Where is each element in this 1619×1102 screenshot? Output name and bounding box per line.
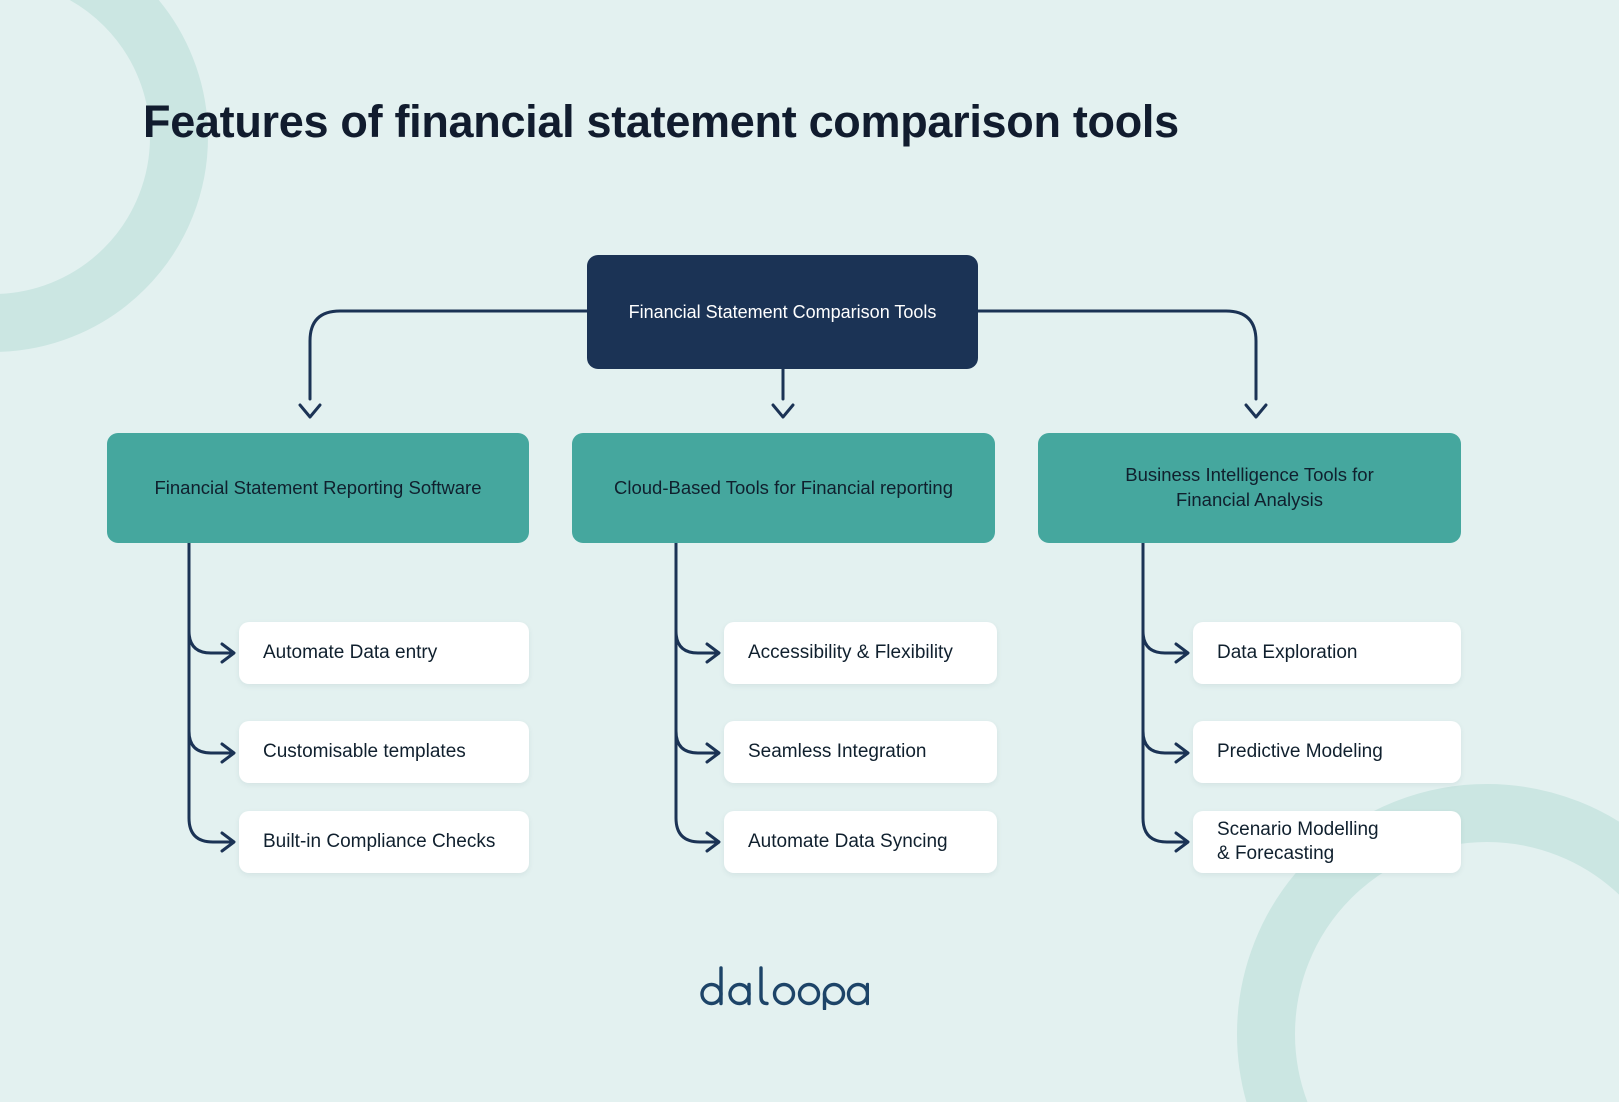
daloopa-wordmark-icon: [700, 966, 869, 1010]
leaf-node-label: Customisable templates: [263, 740, 466, 762]
page-title: Features of financial statement comparis…: [143, 96, 1179, 147]
leaf-node[interactable]: Automate Data entry: [239, 622, 529, 684]
leaf-node-label: Predictive Modeling: [1217, 740, 1383, 762]
connector-spine-col1: [674, 541, 720, 844]
daloopa-logo: [699, 962, 869, 1010]
leaf-node[interactable]: Built-in Compliance Checks: [239, 811, 529, 873]
root-node-label: Financial Statement Comparison Tools: [628, 301, 937, 322]
arrowhead-branch-1: [771, 403, 795, 419]
leaf-node-label: Seamless Integration: [748, 740, 927, 762]
arrowhead-col1-leaf1: [705, 742, 721, 764]
leaf-node[interactable]: Scenario Modelling& Forecasting: [1193, 811, 1461, 873]
leaf-node-label: Built-in Compliance Checks: [263, 830, 496, 852]
category-node-financial-statement-reporting-software[interactable]: Financial Statement Reporting Software: [107, 433, 529, 543]
arrowhead-col0-leaf1: [220, 742, 236, 764]
arrowhead-col0-leaf0: [220, 642, 236, 664]
arrowhead-branch-0: [298, 403, 322, 419]
root-node[interactable]: Financial Statement Comparison Tools: [587, 255, 978, 369]
connector-root-to-branch-0: [308, 309, 589, 401]
connector-col2-leaf1: [1141, 729, 1189, 755]
connector-col1-leaf1: [674, 729, 720, 755]
leaf-node-label: Accessibility & Flexibility: [748, 641, 953, 663]
arrowhead-col2-leaf0: [1174, 642, 1190, 664]
connector-root-to-branch-2: [976, 309, 1258, 401]
arrowhead-branch-2: [1244, 403, 1268, 419]
category-node-label: Cloud-Based Tools for Financial reportin…: [613, 476, 953, 498]
connector-col0-leaf0: [187, 629, 235, 655]
leaf-node[interactable]: Data Exploration: [1193, 622, 1461, 684]
arrowhead-col1-leaf2: [705, 831, 721, 853]
connector-col0-leaf1: [187, 729, 235, 755]
category-node-cloud-based-tools[interactable]: Cloud-Based Tools for Financial reportin…: [572, 433, 995, 543]
leaf-node[interactable]: Accessibility & Flexibility: [724, 622, 997, 684]
leaf-node-label: Scenario Modelling& Forecasting: [1217, 818, 1379, 864]
arrowhead-col1-leaf0: [705, 642, 721, 664]
category-node-label: Financial Statement Reporting Software: [154, 476, 482, 498]
arrowhead-col0-leaf2: [220, 831, 236, 853]
leaf-node[interactable]: Seamless Integration: [724, 721, 997, 783]
leaf-node[interactable]: Customisable templates: [239, 721, 529, 783]
leaf-node[interactable]: Predictive Modeling: [1193, 721, 1461, 783]
arrowhead-col2-leaf1: [1174, 742, 1190, 764]
leaf-node-label: Data Exploration: [1217, 641, 1358, 663]
connector-spine-col0: [187, 541, 235, 844]
connector-col1-leaf0: [674, 629, 720, 655]
leaf-node-label: Automate Data Syncing: [748, 830, 948, 852]
leaf-node-label: Automate Data entry: [263, 641, 438, 663]
leaf-node[interactable]: Automate Data Syncing: [724, 811, 997, 873]
connector-col2-leaf0: [1141, 629, 1189, 655]
connector-spine-col2: [1141, 541, 1189, 844]
arrowhead-col2-leaf2: [1174, 831, 1190, 853]
